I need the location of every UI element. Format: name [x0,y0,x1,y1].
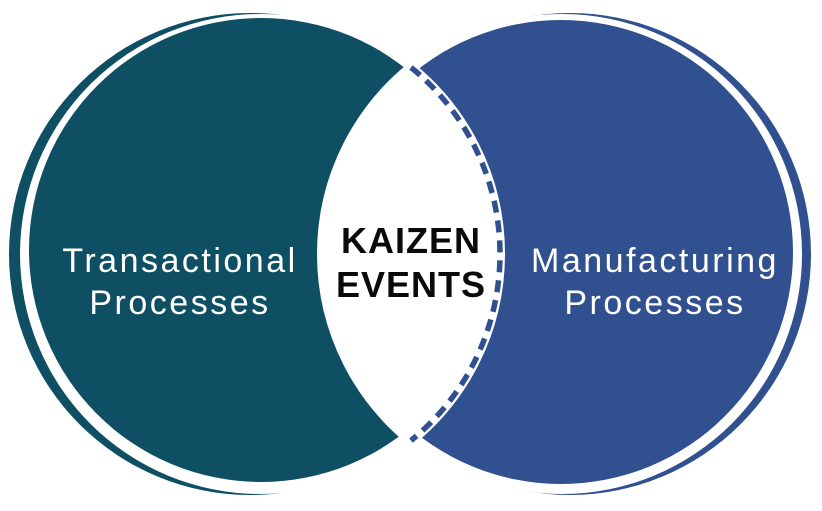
left-circle-label-line2: Processes [89,284,270,322]
left-circle-label-line1: Transactional [62,242,297,280]
overlap-dashed-arc [409,65,503,443]
overlap-label-line2: EVENTS [336,264,486,305]
right-circle-label-line1: Manufacturing [531,242,779,280]
overlap-label-line1: KAIZEN [341,220,481,261]
right-circle-label-line2: Processes [564,284,745,322]
